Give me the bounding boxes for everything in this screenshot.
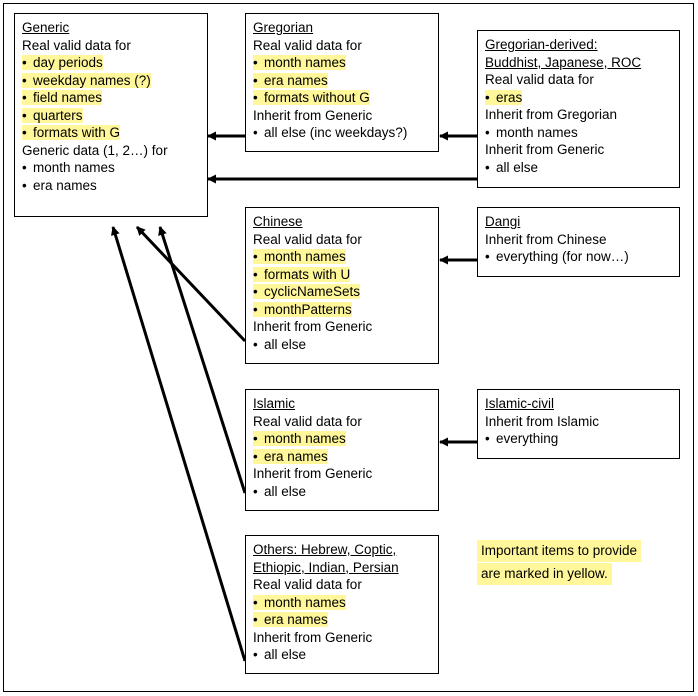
box-line: Generic data (1, 2…) for xyxy=(22,142,168,158)
box-gregorian-derived-lines: Real valid data for •eras Inherit from G… xyxy=(485,71,673,176)
box-line-bullet: •all else xyxy=(485,159,539,175)
box-line-bullet: •everything (for now…) xyxy=(485,249,629,264)
box-gregorian-derived-title2: Buddhist, Japanese, ROC xyxy=(485,54,642,70)
box-line-bullet: •everything xyxy=(485,431,559,446)
box-others-lines: Real valid data for •month names •era na… xyxy=(253,576,432,664)
box-gregorian-lines: Real valid data for •month names •era na… xyxy=(253,37,432,142)
box-gregorian-derived[interactable]: Gregorian-derived: Buddhist, Japanese, R… xyxy=(477,30,680,188)
legend-line-2: are marked in yellow. xyxy=(477,563,612,585)
box-line-bullet: •day periods xyxy=(22,55,103,70)
box-generic-title: Generic xyxy=(22,20,70,35)
box-dangi-title: Dangi xyxy=(485,214,521,229)
box-line-bullet: •month names xyxy=(253,594,346,610)
box-dangi[interactable]: Dangi Inherit from Chinese •everything (… xyxy=(477,207,680,277)
legend-line-1: Important items to provide xyxy=(477,540,642,562)
box-line-bullet: •cyclicNameSets xyxy=(253,284,361,299)
box-line: Inherit from Islamic xyxy=(485,413,600,429)
box-chinese-lines: Real valid data for •month names •format… xyxy=(253,231,432,354)
box-line-bullet: •all else xyxy=(253,483,307,499)
box-others-title2: Ethiopic, Indian, Persian xyxy=(253,559,399,575)
box-line-bullet: •month names xyxy=(485,124,578,140)
box-line: Inherit from Generic xyxy=(253,107,373,123)
box-line-bullet: •all else xyxy=(253,647,307,662)
box-islamic-civil[interactable]: Islamic-civil Inherit from Islamic •ever… xyxy=(477,389,680,459)
box-line-bullet: •all else xyxy=(253,336,307,352)
box-line: Real valid data for xyxy=(253,37,362,53)
box-line-bullet: •era names xyxy=(253,612,328,627)
box-line: Real valid data for xyxy=(253,413,362,429)
box-line-bullet: •eras xyxy=(485,89,523,105)
box-islamic-civil-lines: Inherit from Islamic •everything xyxy=(485,413,673,448)
box-line: Inherit from Generic xyxy=(253,629,373,645)
box-line-bullet: •weekday names (?) xyxy=(22,72,151,88)
box-line-bullet: •month names xyxy=(253,55,346,70)
box-line-bullet: •formats without G xyxy=(253,90,370,105)
box-generic-lines: Real valid data for •day periods •weekda… xyxy=(22,37,201,195)
box-gregorian-derived-title: Gregorian-derived: xyxy=(485,37,598,52)
box-line: Inherit from Generic xyxy=(253,319,373,334)
box-line-bullet: •era names xyxy=(253,72,328,88)
box-line: Inherit from Gregorian xyxy=(485,107,618,122)
box-others-title: Others: Hebrew, Coptic, xyxy=(253,542,397,557)
box-line: Inherit from Chinese xyxy=(485,231,607,247)
box-line: Inherit from Generic xyxy=(253,466,373,481)
box-line-bullet: •era names xyxy=(22,177,97,193)
box-islamic-lines: Real valid data for •month names •era na… xyxy=(253,413,432,501)
box-line-bullet: •month names xyxy=(22,160,115,175)
box-gregorian[interactable]: Gregorian Real valid data for •month nam… xyxy=(245,13,439,152)
box-line-bullet: •formats with G xyxy=(22,125,121,140)
box-line: Real valid data for xyxy=(253,231,362,247)
legend-note: Important items to provide are marked in… xyxy=(477,540,642,585)
box-others[interactable]: Others: Hebrew, Coptic, Ethiopic, Indian… xyxy=(245,535,439,674)
box-islamic-title: Islamic xyxy=(253,396,296,411)
box-line: Real valid data for xyxy=(253,577,362,592)
box-line-bullet: •all else (inc weekdays?) xyxy=(253,125,408,140)
box-generic[interactable]: Generic Real valid data for •day periods… xyxy=(14,13,208,217)
box-line-bullet: •era names xyxy=(253,448,328,464)
box-islamic[interactable]: Islamic Real valid data for •month names… xyxy=(245,389,439,511)
box-line: Inherit from Generic xyxy=(485,142,605,157)
box-line-bullet: •quarters xyxy=(22,107,83,123)
box-islamic-civil-title: Islamic-civil xyxy=(485,396,554,411)
box-line: Real valid data for xyxy=(485,72,594,87)
diagram-border xyxy=(3,3,694,692)
box-line: Real valid data for xyxy=(22,37,131,53)
box-line-bullet: •monthPatterns xyxy=(253,301,352,317)
box-line-bullet: •month names xyxy=(253,431,346,446)
box-dangi-lines: Inherit from Chinese •everything (for no… xyxy=(485,231,673,266)
box-chinese[interactable]: Chinese Real valid data for •month names… xyxy=(245,207,439,364)
box-chinese-title: Chinese xyxy=(253,214,303,229)
box-line-bullet: •field names xyxy=(22,90,103,105)
box-gregorian-title: Gregorian xyxy=(253,20,314,35)
box-line-bullet: •formats with U xyxy=(253,266,351,282)
box-line-bullet: •month names xyxy=(253,249,346,264)
